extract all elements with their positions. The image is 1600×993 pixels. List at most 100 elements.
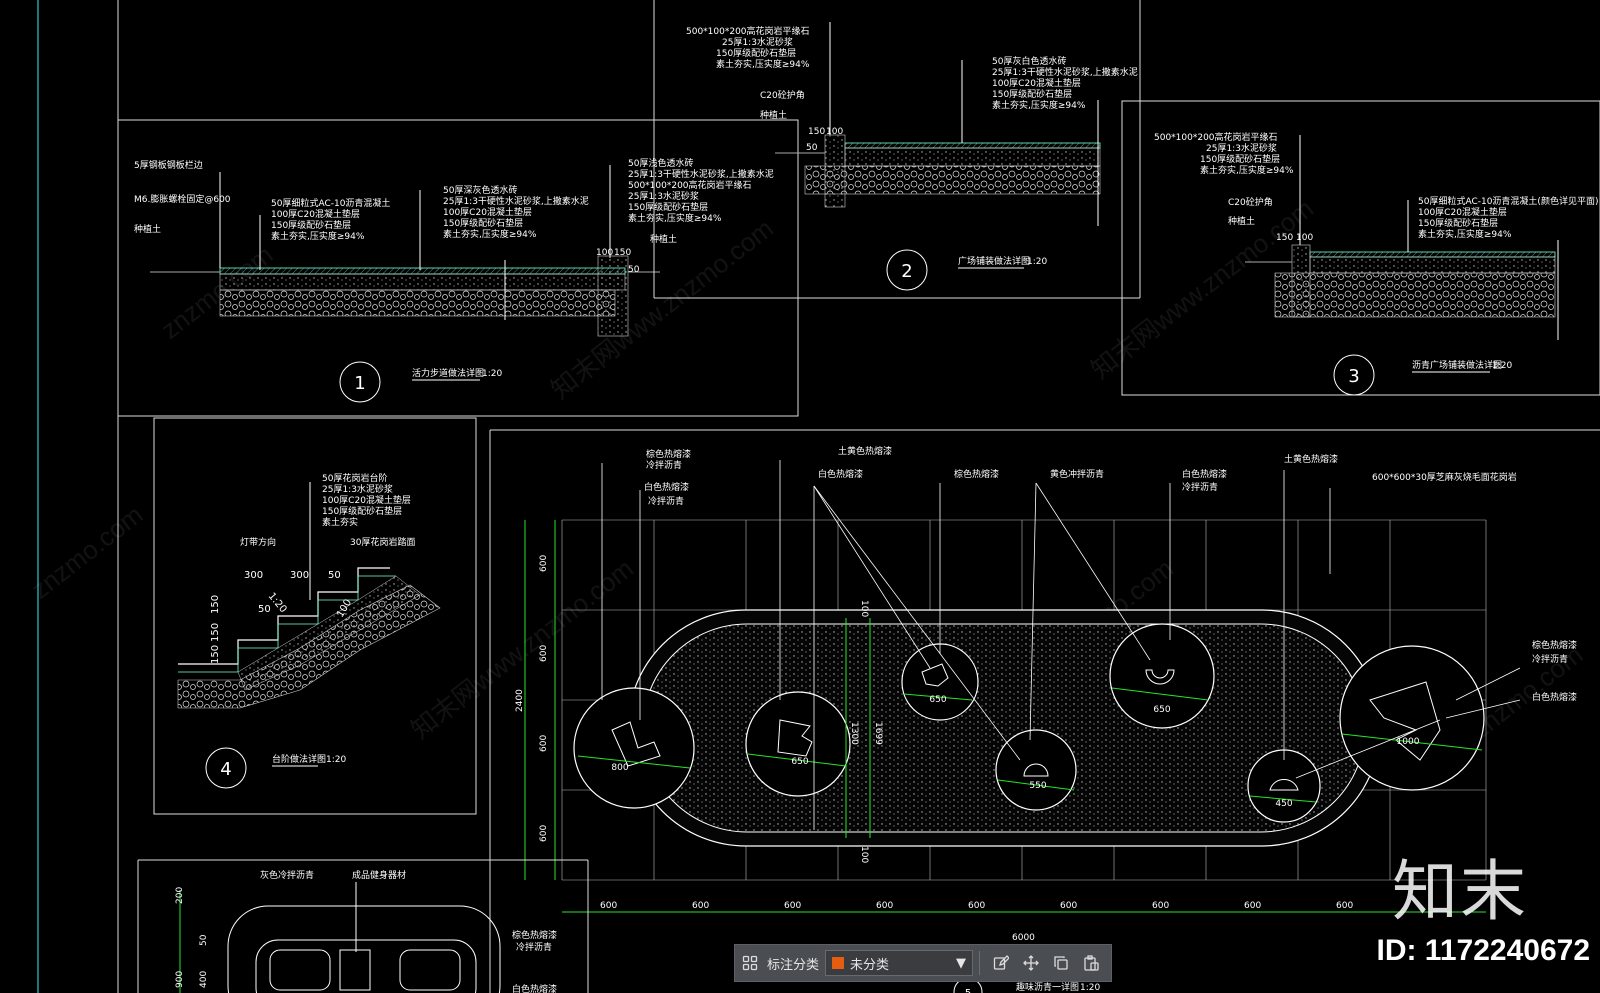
svg-text:2400: 2400 xyxy=(515,689,525,712)
svg-text:100: 100 xyxy=(596,248,613,258)
detail-3-title: 沥青广场铺装做法详图 xyxy=(1412,359,1502,371)
detail-1-scale: 1:20 xyxy=(482,369,502,379)
svg-text:素土夯实,压实度≥94%: 素土夯实,压实度≥94% xyxy=(628,212,722,224)
svg-text:种植土: 种植土 xyxy=(1228,215,1255,227)
svg-text:1300: 1300 xyxy=(849,722,859,745)
svg-text:6000: 6000 xyxy=(1012,933,1035,943)
svg-text:种植土: 种植土 xyxy=(650,233,677,245)
svg-text:种植土: 种植土 xyxy=(134,223,161,235)
svg-text:土黄色热熔漆: 土黄色热熔漆 xyxy=(838,445,892,457)
copy-icon[interactable] xyxy=(1046,948,1076,978)
svg-text:600: 600 xyxy=(539,555,549,572)
category-select-value: 未分类 xyxy=(850,957,890,973)
play-circles xyxy=(573,623,1485,823)
svg-text:150厚级配砂石垫层: 150厚级配砂石垫层 xyxy=(1200,153,1280,165)
svg-text:棕色热熔漆: 棕色热熔漆 xyxy=(512,929,557,941)
svg-text:150: 150 xyxy=(808,127,825,137)
svg-text:600: 600 xyxy=(600,901,617,911)
svg-text:25厚1:3水泥砂浆: 25厚1:3水泥砂浆 xyxy=(628,190,699,202)
svg-text:25厚1:3干硬性水泥砂浆,上撒素水泥: 25厚1:3干硬性水泥砂浆,上撒素水泥 xyxy=(992,66,1138,78)
svg-text:25厚1:3水泥砂浆: 25厚1:3水泥砂浆 xyxy=(322,483,393,495)
svg-text:150厚级配砂石垫层: 150厚级配砂石垫层 xyxy=(628,201,708,213)
svg-text:棕色热熔漆: 棕色热熔漆 xyxy=(1532,639,1577,651)
svg-text:150厚级配砂石垫层: 150厚级配砂石垫层 xyxy=(271,219,351,231)
svg-text:150厚级配砂石垫层: 150厚级配砂石垫层 xyxy=(716,47,796,59)
detail-6[interactable]: 200 50 400 900 灰色冷拌沥青 成品健身器材 棕色热熔漆 冷拌沥青 … xyxy=(137,859,589,993)
detail-3-scale: 1:20 xyxy=(1492,361,1512,371)
svg-text:冷拌沥青: 冷拌沥青 xyxy=(648,495,684,507)
detail-3[interactable]: 3 沥青广场铺装做法详图 1:20 500*100*200高花岗岩平缘石 25厚… xyxy=(1121,100,1600,396)
detail-2-title: 广场铺装做法详图 xyxy=(958,255,1030,267)
svg-text:600: 600 xyxy=(1336,901,1353,911)
svg-text:600: 600 xyxy=(784,901,801,911)
svg-text:25厚1:3水泥砂浆: 25厚1:3水泥砂浆 xyxy=(1206,142,1277,154)
watermark-text: znzmo.com xyxy=(25,499,148,604)
svg-text:600: 600 xyxy=(692,901,709,911)
detail-4-scale: 1:20 xyxy=(326,755,346,765)
svg-text:素土夯实,压实度≥94%: 素土夯实,压实度≥94% xyxy=(992,99,1086,111)
svg-text:600: 600 xyxy=(1060,901,1077,911)
detail-3-number: 3 xyxy=(1348,366,1359,387)
svg-text:素土夯实,压实度≥94%: 素土夯实,压实度≥94% xyxy=(1418,228,1512,240)
edit-icon[interactable] xyxy=(986,948,1016,978)
svg-text:C20砼护角: C20砼护角 xyxy=(1228,196,1273,208)
svg-text:150厚级配砂石垫层: 150厚级配砂石垫层 xyxy=(322,505,402,517)
detail-2-number: 2 xyxy=(901,261,912,282)
svg-text:50: 50 xyxy=(199,934,209,946)
svg-text:150: 150 xyxy=(614,248,631,258)
svg-text:种植土: 种植土 xyxy=(760,109,787,121)
detail-1[interactable]: 1 活力步道做法详图 1:20 5厚钢板钢板栏边 M6.膨胀螺栓固定@600 种… xyxy=(117,119,799,417)
svg-text:150厚级配砂石垫层: 150厚级配砂石垫层 xyxy=(443,217,523,229)
detail-2[interactable]: 2 广场铺装做法详图 1:20 500*100*200高花岗岩平缘石 25厚1:… xyxy=(653,0,1141,299)
svg-text:150: 150 xyxy=(210,645,221,664)
svg-text:白色热熔漆: 白色热熔漆 xyxy=(818,468,863,480)
svg-text:25厚1:3水泥砂浆: 25厚1:3水泥砂浆 xyxy=(722,36,793,48)
svg-text:5: 5 xyxy=(965,988,971,993)
svg-text:400: 400 xyxy=(199,971,209,988)
plan-5[interactable]: 800 650 650 550 650 450 1000 600 600 600… xyxy=(489,429,1600,993)
svg-text:600: 600 xyxy=(876,901,893,911)
chevron-down-icon: ▼ xyxy=(956,955,967,971)
paste-icon[interactable] xyxy=(1076,948,1106,978)
svg-text:600: 600 xyxy=(1152,901,1169,911)
detail-2-scale: 1:20 xyxy=(1027,257,1047,267)
svg-text:100厚C20混凝土垫层: 100厚C20混凝土垫层 xyxy=(271,208,360,220)
svg-text:素土夯实: 素土夯实 xyxy=(322,516,358,528)
image-id-label: ID: 1172240672 xyxy=(1376,934,1590,967)
svg-text:M6.膨胀螺栓固定@600: M6.膨胀螺栓固定@600 xyxy=(134,193,231,205)
svg-text:100厚C20混凝土垫层: 100厚C20混凝土垫层 xyxy=(322,494,411,506)
svg-text:50厚深灰色透水砖: 50厚深灰色透水砖 xyxy=(443,184,517,196)
svg-text:棕色热熔漆: 棕色热熔漆 xyxy=(646,448,691,460)
svg-text:土黄色热熔漆: 土黄色热熔漆 xyxy=(1284,453,1338,465)
svg-text:素土夯实,压实度≥94%: 素土夯实,压实度≥94% xyxy=(1200,164,1294,176)
svg-text:100厚C20混凝土垫层: 100厚C20混凝土垫层 xyxy=(443,206,532,218)
svg-text:100: 100 xyxy=(826,127,843,137)
svg-text:5厚钢板钢板栏边: 5厚钢板钢板栏边 xyxy=(134,159,203,171)
detail-1-frame xyxy=(117,119,799,417)
detail-4-title: 台阶做法详图 xyxy=(272,753,326,765)
grid-apps-icon[interactable] xyxy=(735,948,765,978)
svg-text:900: 900 xyxy=(175,971,185,988)
svg-text:成品健身器材: 成品健身器材 xyxy=(352,869,406,881)
move-icon[interactable] xyxy=(1016,948,1046,978)
svg-text:600: 600 xyxy=(1244,901,1261,911)
svg-text:30厚花岗岩踏面: 30厚花岗岩踏面 xyxy=(350,536,415,548)
svg-text:50厚花岗岩台阶: 50厚花岗岩台阶 xyxy=(322,472,387,484)
svg-text:650: 650 xyxy=(1153,705,1170,715)
annotation-category-select[interactable]: 未分类 ▼ xyxy=(825,950,974,976)
svg-text:100: 100 xyxy=(859,600,869,617)
svg-text:550: 550 xyxy=(1029,781,1046,791)
svg-text:100厚C20混凝土垫层: 100厚C20混凝土垫层 xyxy=(992,77,1081,89)
svg-text:50: 50 xyxy=(258,604,271,615)
svg-text:150: 150 xyxy=(1276,233,1293,243)
detail-4[interactable]: 4 台阶做法详图 1:20 50厚花岗岩台阶 25厚1:3水泥砂浆 100厚C2… xyxy=(153,417,477,815)
svg-text:冷拌沥青: 冷拌沥青 xyxy=(1182,481,1218,493)
svg-text:冷拌沥青: 冷拌沥青 xyxy=(516,941,552,953)
svg-text:150: 150 xyxy=(210,623,221,642)
toolbar-separator xyxy=(979,951,981,975)
svg-text:白色热熔漆: 白色热熔漆 xyxy=(1182,468,1227,480)
svg-text:冷拌沥青: 冷拌沥青 xyxy=(646,459,682,471)
svg-text:650: 650 xyxy=(929,695,946,705)
svg-text:200: 200 xyxy=(175,887,185,904)
